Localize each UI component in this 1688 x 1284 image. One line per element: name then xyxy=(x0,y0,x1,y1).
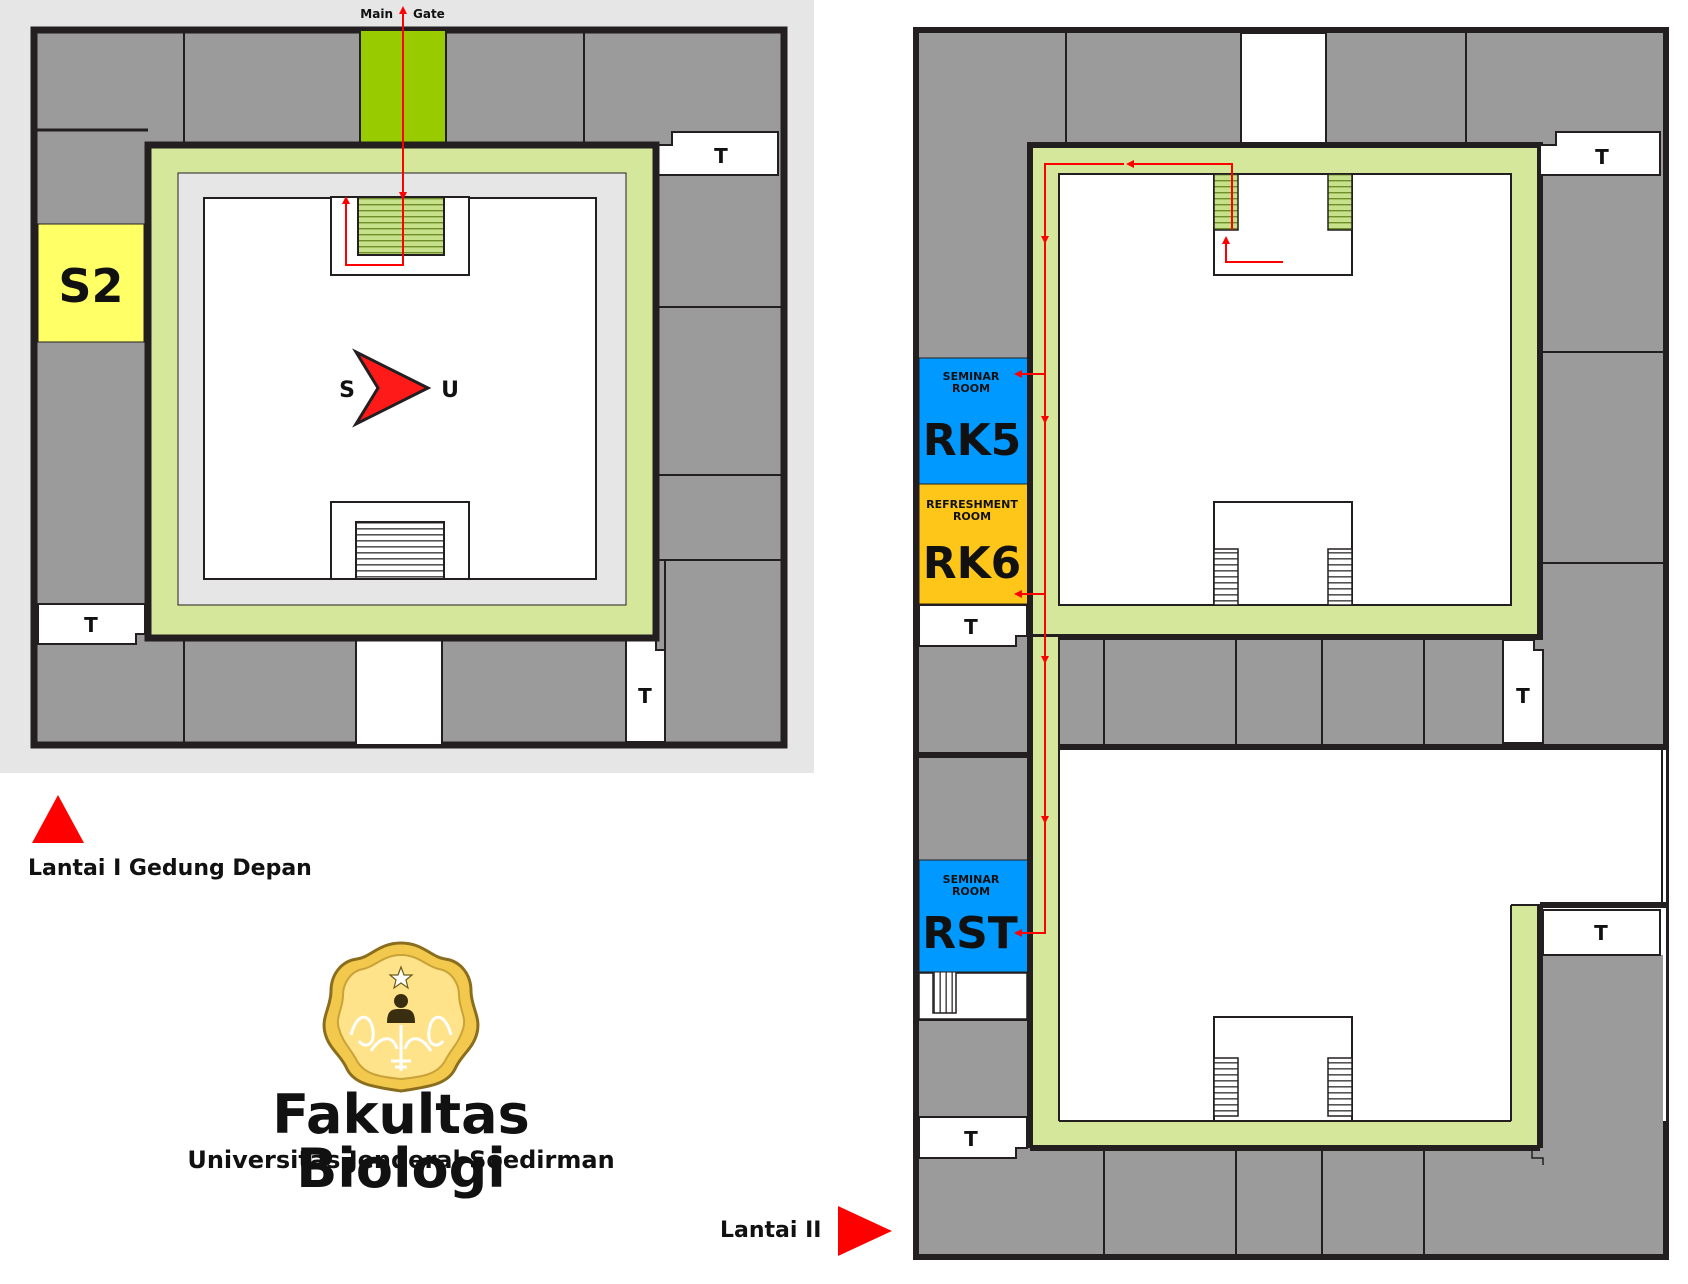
toilet-label: T xyxy=(714,144,728,168)
room-rk5-name: RK5 xyxy=(923,415,1022,466)
university-emblem-icon xyxy=(322,941,480,1093)
toilet-label: T xyxy=(1595,145,1609,169)
compass-label-u: U xyxy=(441,378,459,403)
university-subtitle: Universitas Jenderal Soedirman xyxy=(187,1146,615,1174)
triangle-up-icon xyxy=(32,795,84,843)
room-rk5-caption-2: ROOM xyxy=(952,382,990,395)
floor1-bottom-passage xyxy=(355,637,443,746)
room-rk6-caption-2: ROOM xyxy=(953,510,991,523)
triangle-right-icon xyxy=(838,1206,892,1256)
toilet-label: T xyxy=(1516,684,1530,708)
room-rst-caption-1: SEMINAR xyxy=(943,873,1000,886)
floor2-middle-stairs-left xyxy=(1213,548,1239,606)
toilet-label: T xyxy=(964,615,978,639)
compass-label-s: S xyxy=(339,378,355,403)
toilet-label: T xyxy=(1594,921,1608,945)
floor1-plan: S2 T T T Main Gate xyxy=(0,0,814,843)
floor2-plan: T T T T T SEMINAR ROOM RK5 RE xyxy=(838,27,1669,1260)
floor1-top-stairs xyxy=(357,196,445,256)
floor1-toilet-left[interactable]: T xyxy=(37,603,146,645)
floor1-bottom-stairs xyxy=(355,521,445,580)
toilet-label: T xyxy=(964,1127,978,1151)
floor2-toilet-right-middle[interactable]: T xyxy=(1502,639,1544,744)
room-rst[interactable]: SEMINAR ROOM RST xyxy=(918,859,1029,973)
floor2-toilet-left-upper[interactable]: T xyxy=(918,604,1028,647)
floor2-label: Lantai II xyxy=(720,1218,822,1243)
compass-arrow-icon: S U xyxy=(339,348,459,428)
floor2-toilet-right-lower[interactable]: T xyxy=(1542,909,1661,956)
floor1-toilet-bottom[interactable]: T xyxy=(625,639,666,743)
room-s2[interactable] xyxy=(37,223,145,343)
room-rk6-name: RK6 xyxy=(923,538,1022,589)
toilet-label: T xyxy=(638,684,652,708)
floor1-toilet-top-right[interactable]: T xyxy=(656,131,779,176)
gate-label-main: Main xyxy=(360,7,393,21)
floor2-middle-stairs-right xyxy=(1327,548,1353,606)
floor2-route xyxy=(1014,160,1283,937)
floor2-lower-right-block xyxy=(1543,955,1663,1148)
room-s2-label: S2 xyxy=(58,259,123,313)
room-rk6-caption-1: REFRESHMENT xyxy=(926,498,1018,511)
floor2-toilet-left-lower[interactable]: T xyxy=(918,1116,1028,1159)
floor2-upper-stairs-left xyxy=(1213,173,1239,231)
floor2-lower-stairs-left xyxy=(1213,1057,1239,1117)
floor2-toilet-top-right[interactable]: T xyxy=(1539,131,1661,176)
gate-label-gate: Gate xyxy=(413,7,445,21)
room-rk5[interactable]: SEMINAR ROOM RK5 xyxy=(918,357,1029,485)
floor1-label: Lantai I Gedung Depan xyxy=(28,856,312,881)
floor2-upper-stairs-right xyxy=(1327,173,1353,231)
floor1-route xyxy=(342,6,407,266)
floor2-lower-stairs-right xyxy=(1327,1057,1353,1117)
room-rst-caption-2: ROOM xyxy=(952,885,990,898)
room-rk5-caption-1: SEMINAR xyxy=(943,370,1000,383)
room-rst-name: RST xyxy=(922,908,1018,959)
room-rk6[interactable]: REFRESHMENT ROOM RK6 xyxy=(918,483,1029,605)
faculty-title: Fakultas Biologi xyxy=(272,1083,530,1200)
toilet-label: T xyxy=(84,613,98,637)
floor2-top-passage xyxy=(1240,32,1327,146)
